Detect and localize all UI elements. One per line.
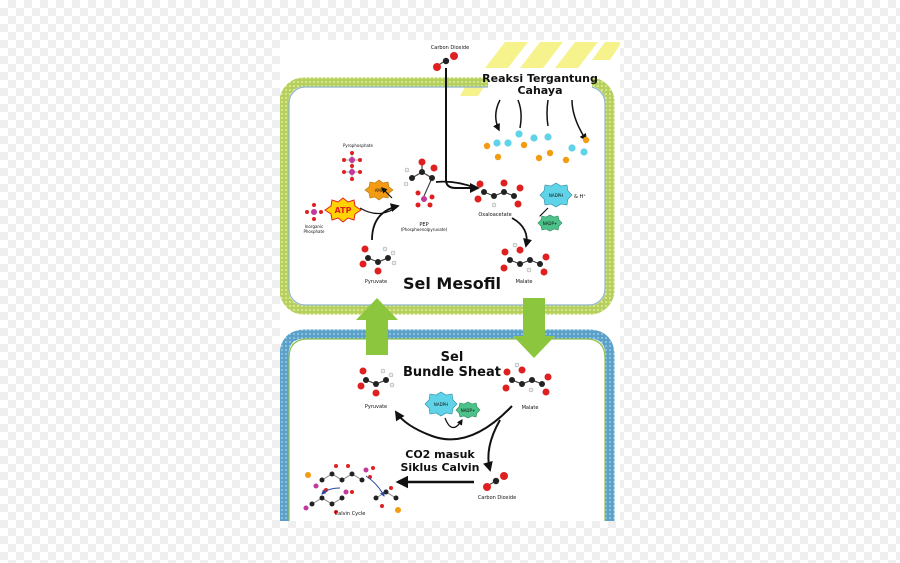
oxaloacetate-label: Oxaloacetate — [478, 212, 511, 218]
pyruvate-transport-arrow — [356, 298, 398, 355]
co2-molecule-top — [433, 52, 458, 71]
oxaloacetate-molecule — [474, 179, 524, 208]
malate-transport-arrow — [513, 298, 555, 358]
carbon-dioxide-label-bottom: Carbon Dioxide — [478, 495, 516, 501]
co2-intake-arrow — [445, 68, 480, 193]
pyruvate-label-bottom: Pyruvate — [365, 404, 387, 410]
bundle-sheath-cell-membrane — [280, 329, 615, 521]
light-products-cluster — [483, 130, 590, 164]
co2-calvin-label-line2: Siklus Calvin — [400, 461, 479, 474]
atp-label: ATP — [335, 206, 352, 215]
pyrophosphate-label: Pyrophosphate — [343, 143, 373, 148]
mesophyll-cell-label: Sel Mesofil — [403, 274, 501, 293]
bundle-sheath-label-line1: Sel — [441, 350, 464, 365]
light-reaction-label-bg — [488, 70, 592, 98]
mesophyll-label-bg — [400, 272, 504, 294]
light-reaction-label-line1: Reaksi Tergantung — [482, 72, 598, 85]
bundle-sheath-label-bg — [404, 345, 502, 381]
malate-label-top: Malate — [516, 279, 533, 285]
malate-molecule-top — [500, 242, 550, 276]
pyruvate-molecule-top — [359, 245, 397, 275]
light-reaction-label-line2: Cahaya — [517, 84, 562, 97]
pep-label-line2: (Phosphoenolpyruvate) — [401, 227, 448, 232]
calvin-cycle-molecules — [303, 464, 401, 514]
nadph-label-bottom: NADPH — [434, 402, 448, 407]
nadp-icon-bottom: NADP+ — [455, 401, 481, 419]
oxaloacetate-to-malate-arrow — [511, 217, 532, 248]
nadp-label-bottom: NADP+ — [461, 408, 476, 413]
pyrophosphate-molecule — [342, 151, 362, 181]
carbon-dioxide-label-top: Carbon Dioxide — [431, 45, 469, 51]
pep-molecule — [403, 158, 438, 208]
nadph-icon-bottom: NADPH — [424, 391, 458, 417]
nadp-icon-top: NADP+ — [537, 214, 563, 232]
inorganic-phosphate-label-line1: Inorganic — [305, 224, 324, 229]
pyruvate-molecule-bottom — [357, 367, 395, 397]
co2-molecule-bottom — [483, 472, 508, 491]
calvin-cycle-label: Calvin Cycle — [335, 511, 366, 517]
co2-calvin-label-line1: CO2 masuk — [405, 448, 475, 461]
nadph-label-top: NADPH — [549, 193, 563, 198]
inorganic-phosphate-molecule — [305, 203, 323, 221]
malate-to-pyruvate-arrow — [394, 405, 513, 441]
bundle-sheath-label-line2: Bundle Sheat — [403, 365, 501, 380]
amp-icon: AMP — [364, 179, 394, 201]
malate-label-bottom: Malate — [522, 405, 539, 411]
pep-to-oxaloacetate-arrow — [435, 180, 477, 189]
nadp-label-top: NADP+ — [543, 221, 558, 226]
amp-label: AMP — [375, 188, 384, 193]
inorganic-phosphate-label-line2: Phosphate — [303, 229, 325, 234]
malate-molecule-bottom — [502, 362, 552, 396]
malate-to-co2-arrow — [483, 419, 501, 472]
atp-icon: ATP — [324, 197, 362, 223]
pep-label-line1: PEP — [419, 222, 428, 228]
h-plus-label: & H⁺ — [574, 194, 586, 200]
nadph-icon-top: NADPH — [539, 182, 573, 208]
pyruvate-to-pep-arrow — [371, 203, 400, 241]
pyruvate-label-top: Pyruvate — [365, 279, 387, 285]
co2-calvin-label-bg — [400, 445, 480, 475]
